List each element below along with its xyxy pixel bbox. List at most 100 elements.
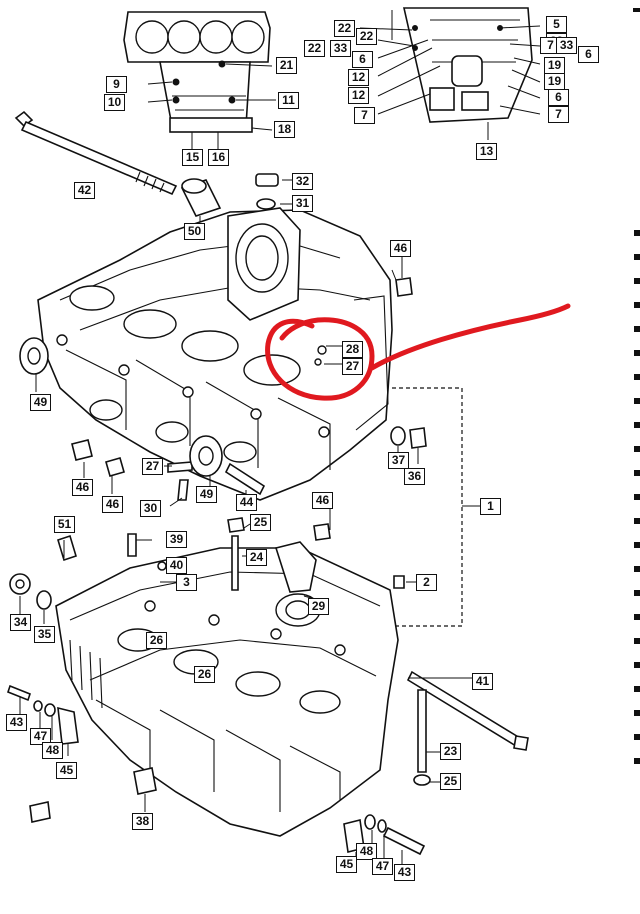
callout-3: 3 <box>176 574 197 591</box>
callout-41: 41 <box>472 673 493 690</box>
cropped-text-mark <box>634 278 640 284</box>
assembly-line-1 <box>392 387 463 627</box>
callout-36: 36 <box>404 468 425 485</box>
callout-6: 6 <box>352 51 373 68</box>
callout-1: 1 <box>480 498 501 515</box>
callout-34: 34 <box>10 614 31 631</box>
cropped-text-mark <box>634 518 640 524</box>
red-annotation-circle <box>265 303 571 401</box>
callout-49: 49 <box>196 486 217 503</box>
callout-19: 19 <box>544 73 565 90</box>
callout-45: 45 <box>336 856 357 873</box>
callout-22: 22 <box>356 28 377 45</box>
callout-10: 10 <box>104 94 125 111</box>
callout-51: 51 <box>54 516 75 533</box>
cropped-text-mark <box>634 470 640 476</box>
cropped-text-mark <box>634 542 640 548</box>
callout-37: 37 <box>388 452 409 469</box>
callout-7: 7 <box>548 106 569 123</box>
callout-48: 48 <box>356 843 377 860</box>
callout-22: 22 <box>334 20 355 37</box>
cropped-text-mark <box>634 446 640 452</box>
callout-12: 12 <box>348 69 369 86</box>
callout-46: 46 <box>102 496 123 513</box>
callout-46: 46 <box>390 240 411 257</box>
callout-5: 5 <box>546 16 567 33</box>
callout-42: 42 <box>74 182 95 199</box>
cropped-text-mark <box>634 230 640 236</box>
callout-43: 43 <box>394 864 415 881</box>
callout-9: 9 <box>106 76 127 93</box>
callout-22: 22 <box>304 40 325 57</box>
callout-12: 12 <box>348 87 369 104</box>
cropped-text-mark <box>634 734 640 740</box>
lower-small-parts <box>7 508 529 866</box>
callout-27: 27 <box>142 458 163 475</box>
head-gasket-group <box>123 11 276 150</box>
callout-6: 6 <box>548 89 569 106</box>
callout-15: 15 <box>182 149 203 166</box>
cropped-text-mark <box>634 398 640 404</box>
callout-11: 11 <box>278 92 299 109</box>
callout-25: 25 <box>250 514 271 531</box>
plug-32-washer-31 <box>255 173 292 210</box>
callout-30: 30 <box>140 500 161 517</box>
cropped-text-mark <box>634 254 640 260</box>
cropped-text-mark <box>634 326 640 332</box>
callout-26: 26 <box>194 666 215 683</box>
callout-48: 48 <box>42 742 63 759</box>
callout-24: 24 <box>246 549 267 566</box>
upper-right-group <box>359 7 541 140</box>
callout-28: 28 <box>342 341 363 358</box>
callout-18: 18 <box>274 121 295 138</box>
callout-7: 7 <box>354 107 375 124</box>
cropped-text-mark <box>634 566 640 572</box>
callout-25: 25 <box>440 773 461 790</box>
callout-33: 33 <box>556 37 577 54</box>
callout-45: 45 <box>56 762 77 779</box>
callout-16: 16 <box>208 149 229 166</box>
callout-32: 32 <box>292 173 313 190</box>
callout-46: 46 <box>72 479 93 496</box>
callout-39: 39 <box>166 531 187 548</box>
callout-47: 47 <box>30 728 51 745</box>
cropped-text-mark <box>634 758 640 764</box>
cropped-text-mark <box>634 374 640 380</box>
callout-38: 38 <box>132 813 153 830</box>
upper-crankcase <box>19 207 427 507</box>
callout-43: 43 <box>6 714 27 731</box>
callout-40: 40 <box>166 557 187 574</box>
cropped-text-mark <box>634 350 640 356</box>
callout-29: 29 <box>308 598 329 615</box>
callout-26: 26 <box>146 632 167 649</box>
callout-7: 7 <box>540 37 561 54</box>
callout-19: 19 <box>544 57 565 74</box>
callout-50: 50 <box>184 223 205 240</box>
page-edge <box>633 8 640 12</box>
callout-44: 44 <box>236 494 257 511</box>
callout-27: 27 <box>342 358 363 375</box>
callout-35: 35 <box>34 626 55 643</box>
lower-crankcase <box>55 541 399 837</box>
callout-46: 46 <box>312 492 333 509</box>
cropped-text-mark <box>634 302 640 308</box>
callout-13: 13 <box>476 143 497 160</box>
cropped-text-mark <box>634 494 640 500</box>
callout-31: 31 <box>292 195 313 212</box>
callout-6: 6 <box>578 46 599 63</box>
callout-49: 49 <box>30 394 51 411</box>
cropped-text-mark <box>634 614 640 620</box>
callout-21: 21 <box>276 57 297 74</box>
callout-47: 47 <box>372 858 393 875</box>
cropped-text-mark <box>634 662 640 668</box>
cropped-text-mark <box>634 638 640 644</box>
cropped-text-mark <box>634 686 640 692</box>
callout-2: 2 <box>416 574 437 591</box>
callout-33: 33 <box>330 40 351 57</box>
cropped-text-mark <box>634 590 640 596</box>
long-bolt-42 <box>14 110 178 196</box>
cropped-text-mark <box>634 422 640 428</box>
cropped-text-mark <box>634 710 640 716</box>
callout-23: 23 <box>440 743 461 760</box>
